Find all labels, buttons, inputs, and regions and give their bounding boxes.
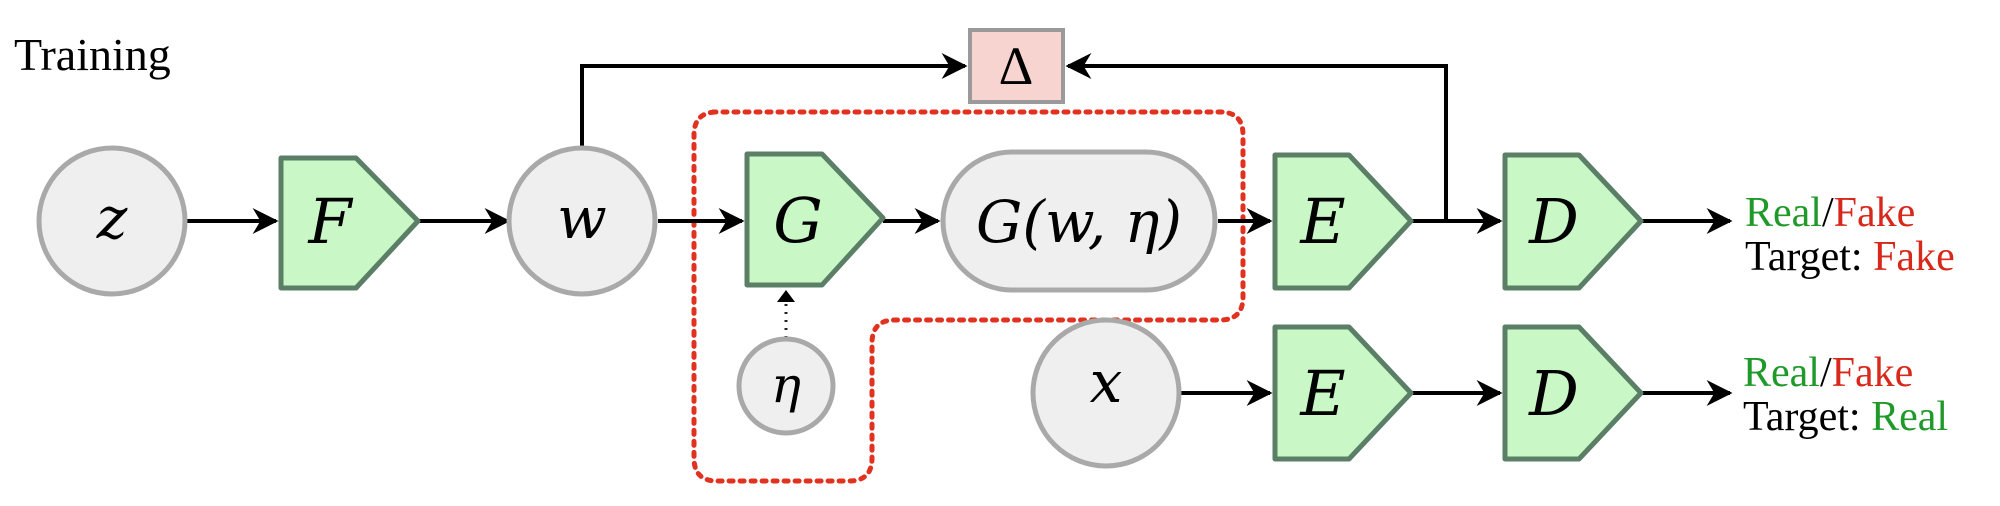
output-bottom-fake: Fake	[1832, 350, 1914, 396]
svg-text:Real/Fake: Real/Fake	[1745, 190, 1915, 236]
output-top-fake: Fake	[1834, 190, 1916, 236]
generator-region	[691, 109, 1246, 484]
node-z: z	[36, 145, 188, 297]
block-D-bottom-label: D	[1528, 357, 1579, 430]
node-z-label: z	[96, 184, 128, 252]
output-top: Real/Fake Target: Fake	[1745, 190, 1955, 280]
block-G: G	[744, 151, 886, 288]
output-top-slash: /	[1822, 190, 1834, 236]
block-D-top-label: D	[1528, 185, 1579, 258]
node-eta: η	[736, 336, 836, 436]
block-D-top: D	[1502, 152, 1644, 291]
node-x-label: x	[1090, 348, 1123, 416]
block-E-bottom: E	[1272, 324, 1414, 462]
block-E-top-label: E	[1299, 185, 1345, 258]
arrow-w-to-delta	[580, 53, 968, 150]
output-bottom: Real/Fake Target: Real	[1743, 350, 1948, 440]
output-bottom-target-value: Real	[1871, 394, 1948, 440]
output-top-real: Real	[1745, 190, 1822, 236]
delta-box: Δ	[968, 28, 1065, 104]
arrowhead-eta-to-G	[777, 290, 795, 302]
block-F-label: F	[307, 185, 353, 258]
svg-text:Real/Fake: Real/Fake	[1743, 350, 1913, 396]
svg-text:Target: Fake: Target: Fake	[1745, 234, 1955, 280]
output-bottom-target-label: Target:	[1743, 394, 1871, 440]
node-eta-label: η	[771, 356, 801, 414]
node-G-w-eta: G(w, η)	[940, 149, 1218, 293]
block-G-label: G	[773, 184, 823, 257]
block-D-bottom: D	[1502, 324, 1644, 462]
block-E-top: E	[1272, 152, 1414, 291]
node-w: w	[506, 145, 658, 297]
output-top-target-label: Target:	[1745, 234, 1873, 280]
diagram-title: Training	[14, 29, 171, 80]
arrow-E-to-delta	[1065, 53, 1448, 221]
delta-label: Δ	[999, 36, 1034, 96]
output-bottom-slash: /	[1820, 350, 1832, 396]
output-bottom-real: Real	[1743, 350, 1820, 396]
block-E-bottom-label: E	[1299, 357, 1345, 430]
node-w-label: w	[557, 184, 607, 252]
node-x: x	[1030, 317, 1182, 469]
svg-text:Target: Real: Target: Real	[1743, 394, 1948, 440]
output-top-target-value: Fake	[1873, 234, 1955, 280]
node-G-w-eta-label: G(w, η)	[976, 188, 1182, 256]
block-F: F	[278, 155, 421, 291]
